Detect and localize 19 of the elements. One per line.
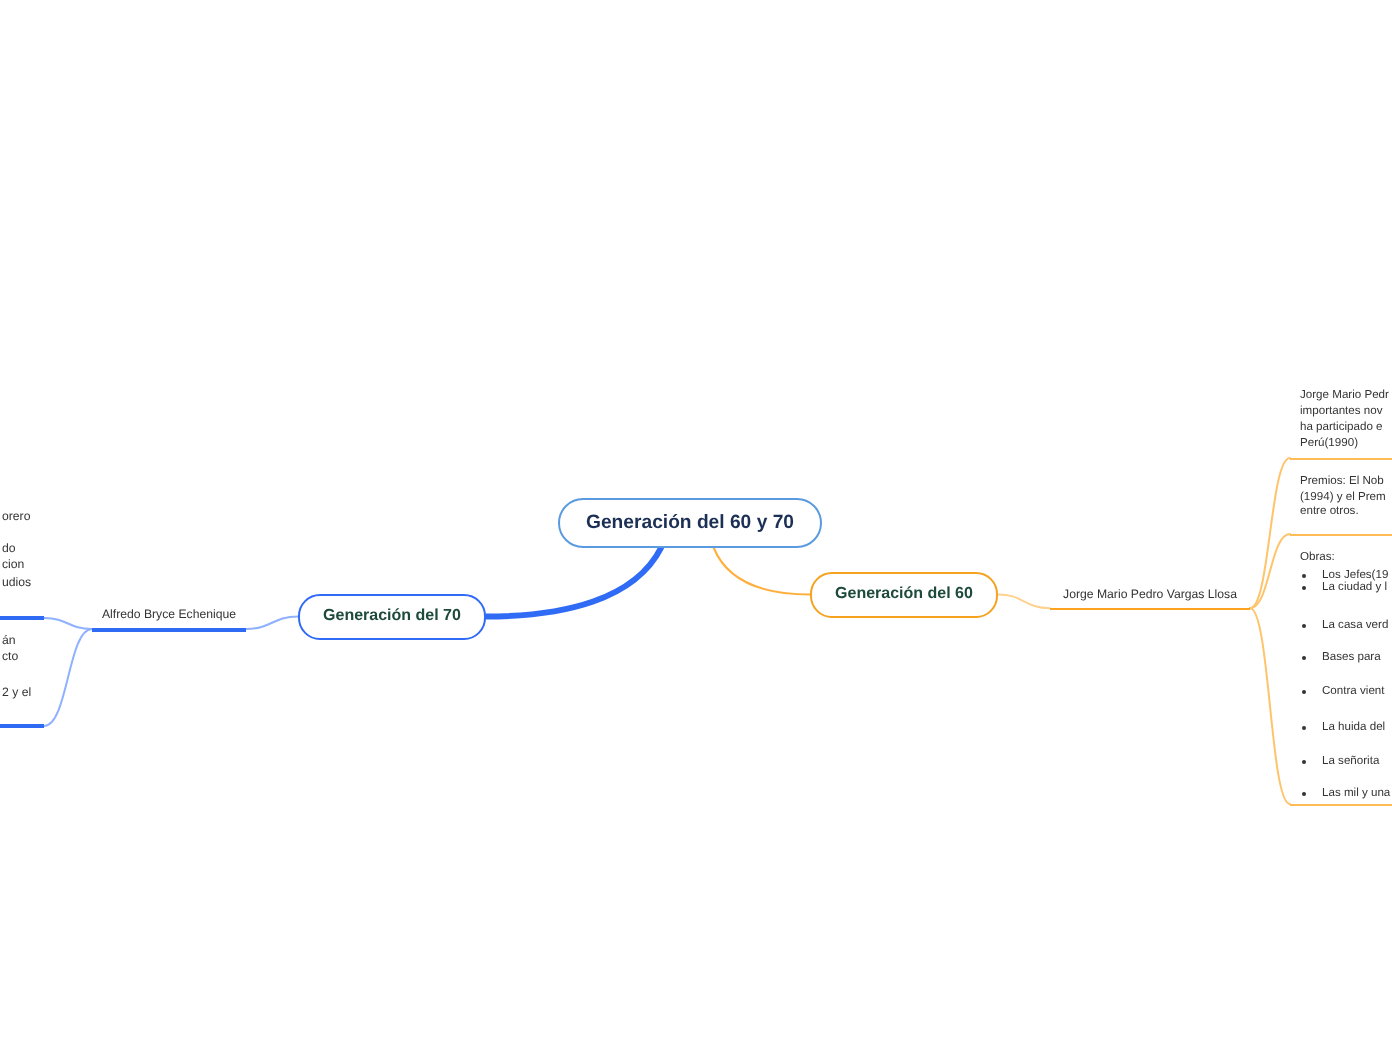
curved-connector <box>245 615 299 630</box>
underlined-branch <box>0 630 44 728</box>
underlined-branch <box>1290 474 1392 536</box>
curved-connector <box>712 547 811 596</box>
topic-box <box>558 498 822 548</box>
curved-connector <box>483 545 664 620</box>
curved-connector <box>1249 533 1291 610</box>
topic-box <box>298 594 486 639</box>
topic-label: Generación del 60 y 70 <box>586 511 794 535</box>
underlined-branch <box>0 508 44 620</box>
curved-connector <box>43 617 93 630</box>
curved-connector <box>43 628 93 727</box>
topic-label: Generación del 60 <box>835 584 973 605</box>
topic-label: Generación del 70 <box>323 606 461 627</box>
curved-connector <box>1249 457 1291 610</box>
curved-connector <box>1249 607 1291 805</box>
topic-box <box>810 572 998 617</box>
curved-connector <box>997 593 1051 610</box>
underlined-branch <box>1290 386 1392 460</box>
